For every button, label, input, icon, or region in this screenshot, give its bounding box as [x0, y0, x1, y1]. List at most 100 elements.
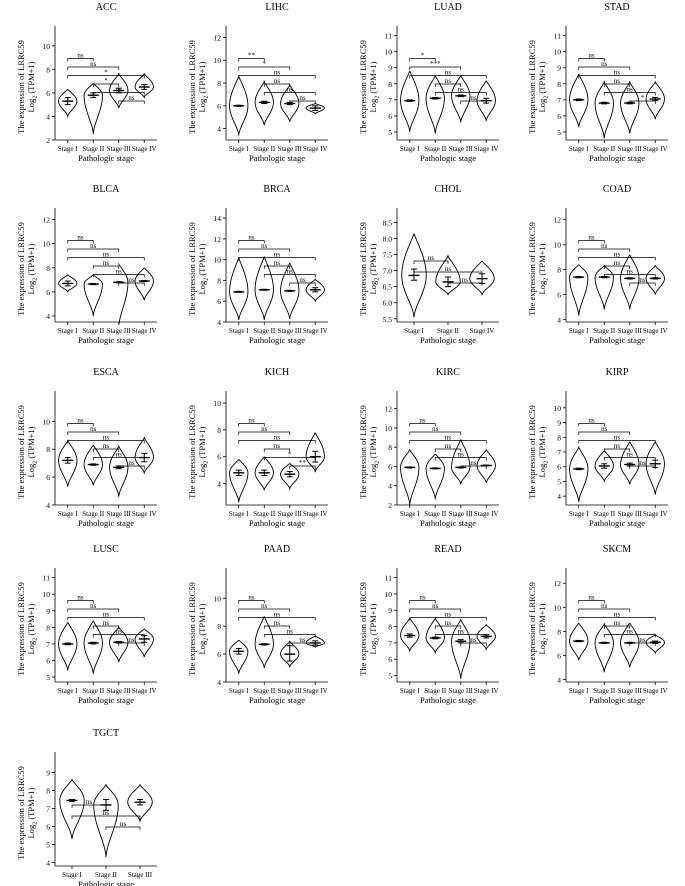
chart-title: READ — [434, 544, 461, 555]
significance-bracket — [238, 66, 291, 71]
x-tick-label: Stage IV — [474, 145, 499, 153]
x-tick-label: Stage III — [107, 145, 132, 153]
unit-sub: 2 — [33, 278, 39, 281]
y-tick-label: 6 — [46, 288, 50, 297]
unit-suffix: (TPM+1) — [368, 243, 378, 277]
x-axis-title: Pathologic stage — [420, 335, 476, 345]
y-axis-label-main: The expression of LRRC59 — [16, 222, 26, 316]
significance-label: ns — [419, 593, 426, 601]
significance-label: ns — [128, 459, 135, 467]
significance-bracket — [67, 608, 120, 613]
y-tick-label: 11 — [554, 32, 561, 41]
y-axis-label-unit: Log2 (TPM+1) — [197, 61, 210, 112]
significance-label: ns — [103, 259, 110, 267]
x-tick-label: Stage II — [253, 687, 276, 695]
y-tick-label: 11 — [385, 574, 392, 583]
significance-label: ns — [116, 450, 123, 458]
y-axis-label-unit: Log2 (TPM+1) — [368, 603, 381, 654]
unit-suffix: (TPM+1) — [537, 603, 547, 637]
y-tick-label: 4 — [217, 125, 221, 134]
chart-title: KICH — [265, 367, 289, 378]
unit-prefix: Log — [197, 98, 207, 112]
unit-sub: 2 — [33, 461, 39, 464]
x-tick-label: Stage IV — [643, 327, 668, 335]
significance-bracket — [238, 431, 291, 436]
x-tick-label: Stage I — [58, 510, 78, 518]
significance-label: ns — [116, 627, 123, 635]
x-tick-label: Stage III — [449, 687, 474, 695]
x-tick-label: Stage I — [569, 145, 589, 153]
y-tick-label: 4 — [557, 316, 561, 325]
unit-suffix: (TPM+1) — [26, 243, 36, 277]
violin-shape — [425, 75, 445, 134]
violin-shape — [254, 616, 274, 669]
significance-bracket — [118, 100, 145, 105]
y-axis-label-unit: Log2 (TPM+1) — [26, 61, 39, 112]
y-tick-label: 4 — [557, 676, 561, 685]
significance-label: ns — [627, 267, 634, 275]
chart-title: BLCA — [93, 184, 120, 195]
significance-bracket — [92, 634, 145, 638]
y-tick-label: 5.5 — [383, 315, 393, 324]
y-axis-label-main: The expression of LRRC59 — [187, 40, 197, 134]
y-tick-label: 10 — [554, 603, 562, 612]
significance-bracket — [238, 608, 291, 613]
y-tick-label: 10 — [214, 56, 222, 65]
significance-label: ns — [287, 267, 294, 275]
y-tick-label: 6.0 — [383, 299, 393, 308]
significance-bracket — [460, 465, 487, 470]
x-tick-label: Stage IV — [474, 510, 499, 518]
y-tick-label: 12 — [554, 216, 562, 225]
violin-shape — [229, 639, 249, 674]
x-tick-label: Stage III — [278, 687, 303, 695]
x-tick-label: Stage II — [424, 510, 447, 518]
violin-shape — [58, 439, 78, 487]
y-tick-label: 9 — [46, 769, 50, 778]
significance-label: ns — [614, 619, 621, 627]
y-tick-label: 5 — [557, 477, 561, 486]
unit-prefix: Log — [26, 280, 36, 294]
significance-bracket — [263, 625, 291, 630]
significance-bracket — [434, 92, 487, 96]
significance-bracket — [118, 642, 145, 647]
significance-bracket — [603, 83, 631, 88]
violin-shape — [594, 622, 614, 673]
significance-label: ns — [614, 259, 621, 267]
x-tick-label: Stage IV — [303, 510, 328, 518]
significance-label: ns — [274, 68, 281, 76]
x-tick-label: Stage I — [58, 327, 78, 335]
violin-shape — [594, 80, 614, 139]
y-axis-label-main: The expression of LRRC59 — [16, 40, 26, 134]
x-axis-title: Pathologic stage — [78, 879, 134, 886]
y-tick-label: 10 — [554, 48, 562, 57]
unit-prefix: Log — [368, 640, 378, 654]
significance-label: * — [263, 60, 267, 68]
x-tick-label: Stage IV — [643, 510, 668, 518]
violin-shape — [594, 264, 614, 310]
x-tick-label: Stage III — [618, 510, 643, 518]
y-tick-label: 10 — [43, 240, 51, 249]
significance-bracket — [67, 431, 120, 436]
y-tick-label: 4 — [46, 312, 50, 321]
significance-bracket — [238, 75, 316, 79]
chart-title: ESCA — [93, 367, 119, 378]
significance-label: ns — [90, 60, 97, 68]
y-tick-label: 8 — [388, 80, 392, 89]
significance-label: ns — [601, 602, 608, 610]
significance-bracket — [578, 66, 631, 71]
x-tick-label: Stage I — [400, 145, 420, 153]
unit-suffix: (TPM+1) — [368, 603, 378, 637]
x-tick-label: Stage I — [229, 510, 249, 518]
significance-bracket — [409, 58, 436, 62]
significance-bracket — [578, 431, 631, 436]
x-tick-label: Stage IV — [303, 687, 328, 695]
